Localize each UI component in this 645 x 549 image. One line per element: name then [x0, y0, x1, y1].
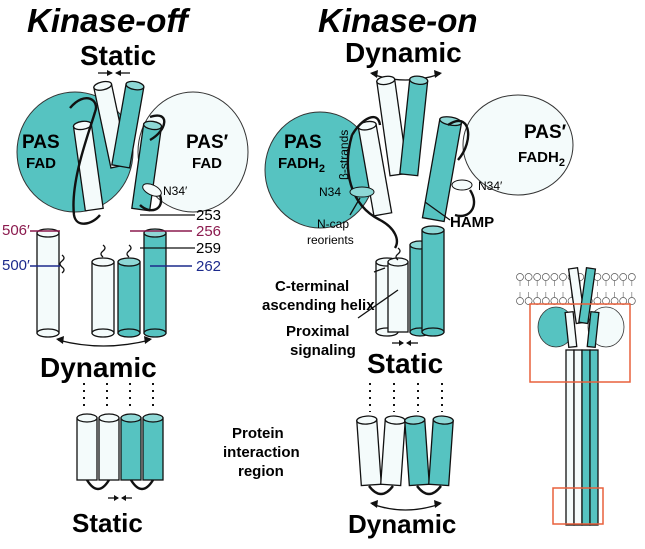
- double-arrow-icon: [56, 336, 152, 347]
- fadh2-label: FADH2: [278, 155, 325, 175]
- bottom-helix-2: [98, 413, 120, 481]
- double-arrow-top-icon: [370, 70, 442, 81]
- state-on-top: Dynamic: [345, 37, 462, 68]
- state-off-top: Static: [80, 40, 156, 71]
- n34-prime-on-marker: [451, 179, 473, 191]
- title-kinase-off: Kinase-off: [27, 2, 191, 39]
- n34-prime-on-label: N34′: [478, 179, 503, 193]
- on-beta-helix-left: [357, 120, 393, 217]
- fadh2-prime-label: FADH2: [518, 149, 565, 169]
- on-bottom-loop-right: [416, 485, 442, 496]
- bottom-helix-3: [120, 413, 142, 481]
- pas-prime-domain: [137, 91, 249, 213]
- linker-coil-right: [126, 244, 132, 258]
- double-arrow-bottom-icon: [370, 500, 442, 511]
- on-upper-helix-2: [399, 75, 429, 177]
- on-bottom-helix-2: [380, 415, 406, 487]
- state-on-bottom: Dynamic: [348, 509, 456, 539]
- n34-prime-label: N34′: [163, 184, 188, 198]
- ncap-loop: [69, 97, 101, 225]
- lower-helix-4: [143, 228, 167, 338]
- residue-256: 256: [196, 223, 221, 240]
- hamp-label: HAMP: [450, 214, 494, 231]
- lower-helix-1: [36, 228, 60, 338]
- residue-506-prime: 506′: [2, 222, 30, 239]
- state-off-mid: Dynamic: [40, 352, 157, 383]
- ncap-loop-right: [139, 114, 166, 212]
- linker-coil-left: [59, 254, 65, 274]
- bottom-helix-4: [142, 413, 164, 481]
- n34-on-marker: [349, 186, 375, 198]
- ncap-line1: N-cap: [317, 217, 349, 231]
- on-upper-helix-1: [376, 75, 409, 177]
- title-kinase-on: Kinase-on: [318, 2, 478, 39]
- lipid-head: [602, 273, 610, 281]
- lipid-head: [524, 273, 533, 281]
- on-bottom-loop-left: [368, 485, 394, 496]
- lipid-head: [550, 273, 559, 281]
- on-loop-left: [346, 115, 399, 249]
- lipid-head: [559, 273, 567, 281]
- on-bottom-helix-3: [404, 415, 430, 487]
- lipid-head: [533, 273, 542, 281]
- lower-helix-2: [91, 257, 115, 338]
- protein-region-line2: interaction: [223, 444, 300, 461]
- pas-prime-label: PAS′: [186, 132, 229, 153]
- fad-label: FAD: [26, 155, 56, 172]
- bottom-loop-right: [129, 479, 155, 491]
- on-dotted-connectors: [369, 383, 443, 412]
- lipid-head: [541, 273, 550, 281]
- lipid-head: [516, 297, 524, 305]
- on-loop-right: [447, 119, 476, 218]
- bottom-loop-left: [85, 479, 111, 491]
- lipid-head: [627, 273, 636, 281]
- pas-prime-on-domain: [462, 94, 574, 196]
- cterm-line2: ascending helix: [262, 297, 375, 314]
- inward-arrows-on-icon: [392, 340, 418, 346]
- bottom-helix-1: [76, 413, 98, 481]
- kinase-off-panel: Static PAS FAD PAS′ FAD: [2, 40, 249, 538]
- linker-coil-mid: [100, 244, 106, 258]
- on-bottom-helix-1: [356, 415, 382, 487]
- n34-prime-marker: [142, 183, 162, 197]
- on-lower-helix-4: [421, 225, 445, 337]
- residue-262: 262: [196, 258, 221, 275]
- kinase-on-panel: Dynamic PAS FADH2 PAS′ FADH2 β-strands: [262, 37, 574, 539]
- ncap-line2: reorients: [307, 233, 354, 247]
- residue-500-prime: 500′: [2, 257, 30, 274]
- inward-arrows-icon: [98, 70, 130, 76]
- upper-helix-cyan: [111, 80, 145, 169]
- highlight-box-sensor: [529, 303, 631, 383]
- n34-on-label: N34: [319, 185, 341, 199]
- fad-prime-label: FAD: [192, 155, 222, 172]
- beta-helix-right: [131, 120, 163, 212]
- lipid-head: [619, 273, 628, 281]
- on-beta-helix-right: [421, 116, 463, 223]
- pas-on-label: PAS: [284, 132, 322, 153]
- on-linker-coil: [395, 247, 401, 261]
- lower-helix-3: [117, 257, 141, 338]
- prox-line1: Proximal: [286, 323, 349, 340]
- on-lower-helix-2: [387, 257, 409, 333]
- cterm-line1: C-terminal: [275, 278, 349, 295]
- lipid-head: [516, 273, 524, 281]
- dotted-connectors: [83, 383, 154, 410]
- residue-259: 259: [196, 240, 221, 257]
- prox-line2: signaling: [290, 342, 356, 359]
- protein-region-line1: Protein: [232, 425, 284, 442]
- pas-label: PAS: [22, 132, 60, 153]
- residue-253: 253: [196, 207, 221, 224]
- inward-arrows-bottom-icon: [108, 495, 132, 501]
- protein-region-line3: region: [238, 463, 284, 480]
- overview-panel: [516, 267, 636, 526]
- highlight-box-kinase: [552, 487, 604, 525]
- state-off-bottom: Static: [72, 508, 143, 538]
- state-on-mid: Static: [367, 348, 443, 379]
- on-bottom-helix-4: [428, 415, 454, 487]
- pas-prime-on-label: PAS′: [524, 122, 567, 143]
- lipid-head: [610, 273, 619, 281]
